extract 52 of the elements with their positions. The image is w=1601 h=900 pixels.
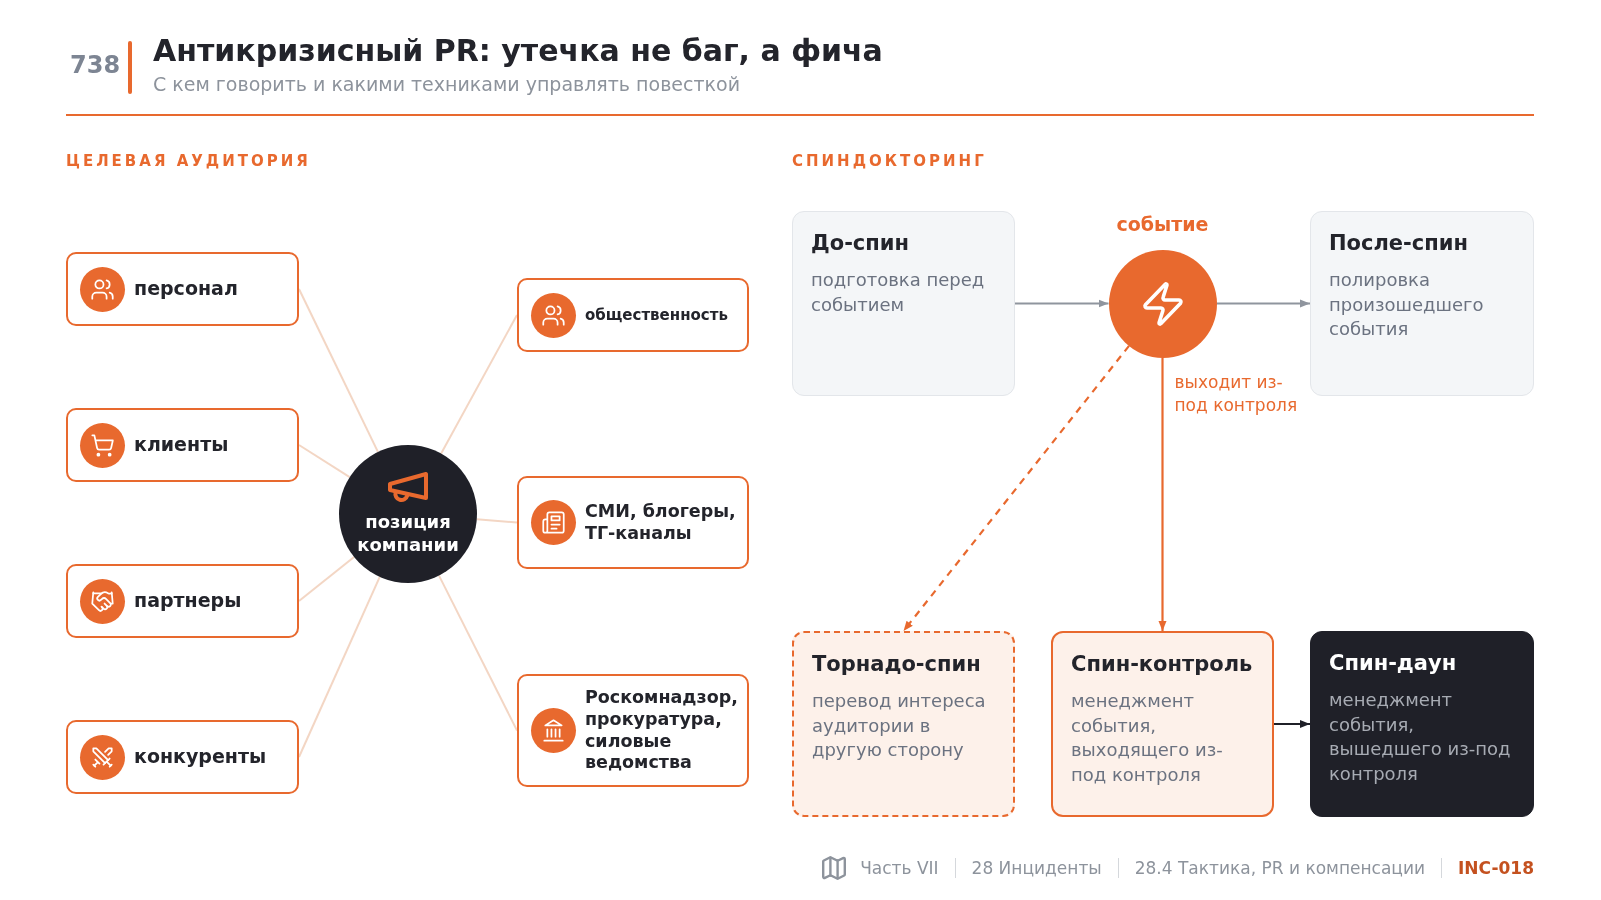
spin-card xyxy=(1310,211,1534,396)
spin-title: После-спин xyxy=(1329,230,1469,256)
audience-label: конкуренты xyxy=(134,745,267,769)
audience-label: клиенты xyxy=(134,433,229,457)
spin-title: До-спин xyxy=(811,230,911,256)
spin-title: Спин-контроль xyxy=(1071,651,1254,677)
arrow xyxy=(902,345,1130,632)
arrow xyxy=(1158,357,1167,631)
arrow xyxy=(1216,299,1310,308)
audience-label: персонал xyxy=(134,277,238,301)
incident-code: INC-018 xyxy=(1458,857,1534,879)
audience-card xyxy=(66,720,299,794)
spin-card xyxy=(792,631,1015,817)
connector-line xyxy=(298,556,356,602)
spin-card xyxy=(792,211,1015,396)
audience-label: СМИ, блогеры, ТГ-каналы xyxy=(585,500,737,545)
connector-line xyxy=(440,314,518,455)
breadcrumb-text: 28 Инциденты xyxy=(971,857,1102,879)
spin-description: менеджмент события, вышедшего из-под контроля xyxy=(1329,688,1512,786)
page-number: 738 xyxy=(70,50,121,80)
audience-label: Роскомнадзор, прокуратура, силовые ведомства xyxy=(585,686,739,775)
connector-line xyxy=(298,575,381,758)
spin-title: Спин-даун xyxy=(1329,650,1458,676)
connector-line xyxy=(298,288,379,453)
audience-card xyxy=(66,252,299,326)
section-heading: СПИНДОКТОРИНГ xyxy=(792,151,987,171)
connector-line xyxy=(475,518,518,524)
breadcrumb-text: 28.4 Тактика, PR и компенсации xyxy=(1134,857,1426,879)
spin-description: подготовка перед событием xyxy=(811,268,986,317)
audience-label: партнеры xyxy=(134,589,242,613)
audience-label: общественность xyxy=(585,305,728,325)
connector-line xyxy=(438,574,518,732)
audience-card xyxy=(517,674,749,787)
section-heading: ЦЕЛЕВАЯ АУДИТОРИЯ xyxy=(66,151,311,171)
spin-description: перевод интереса аудитории в другую сторону xyxy=(812,689,987,762)
spin-description: полировка произошедшего события xyxy=(1329,268,1485,341)
audience-card xyxy=(66,564,299,638)
spin-card xyxy=(1051,631,1274,817)
spin-card xyxy=(1310,631,1534,817)
breadcrumb-text: Часть VII xyxy=(860,857,939,879)
audience-card xyxy=(517,476,749,569)
position-label: позиция компании xyxy=(356,510,460,556)
arrow xyxy=(1274,720,1310,728)
page-subtitle: С кем говорить и какими техниками управлять повесткой xyxy=(153,72,740,96)
event-label: событие xyxy=(1116,211,1209,236)
audience-card xyxy=(517,278,749,352)
connector-line xyxy=(298,444,351,479)
audience-card xyxy=(66,408,299,482)
spin-title: Торнадо-спин xyxy=(812,651,982,677)
arrow xyxy=(1015,299,1109,308)
page-title: Антикризисный PR: утечка не баг, а фича xyxy=(153,32,883,70)
spin-description: менеджмент события, выходящего из-под контроля xyxy=(1071,689,1224,787)
